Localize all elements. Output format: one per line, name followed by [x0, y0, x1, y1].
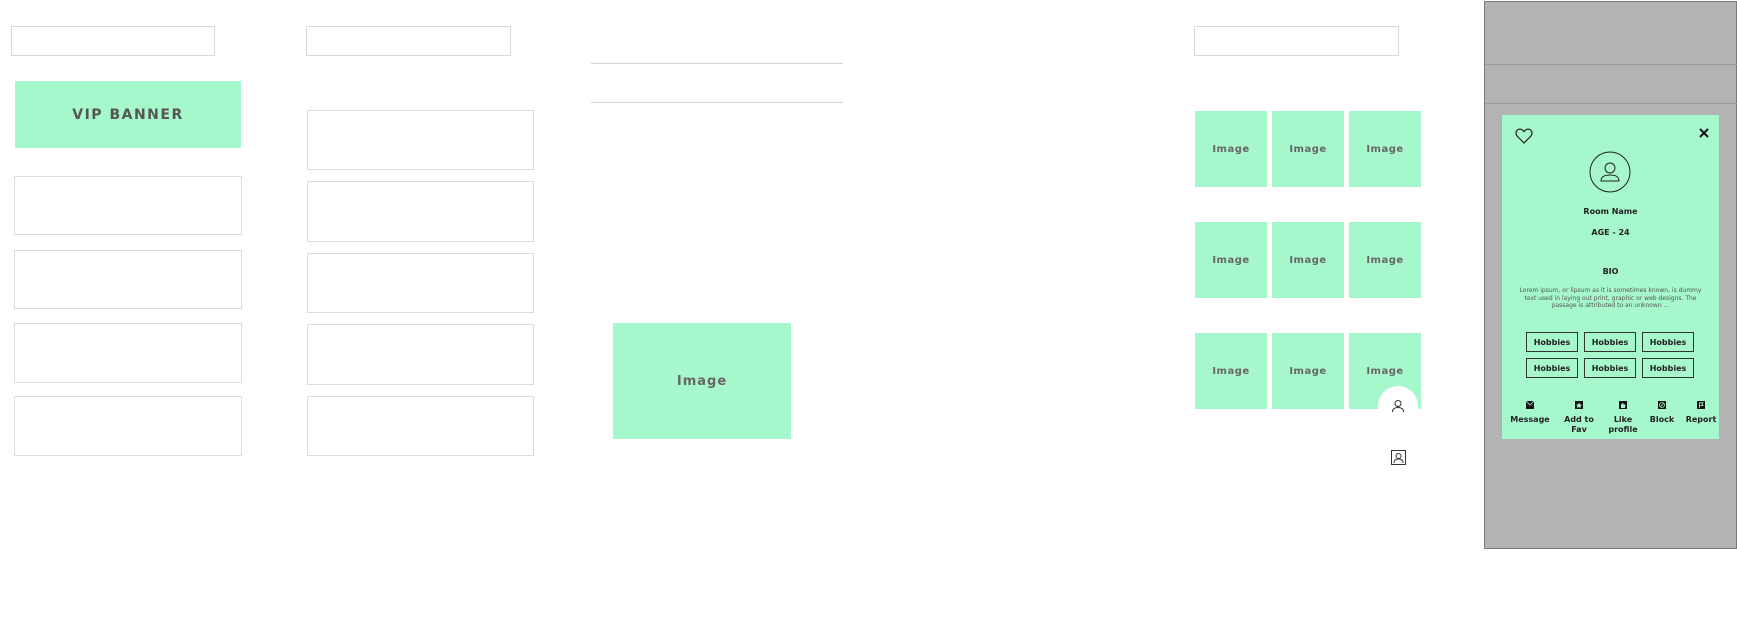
hobby-tag-label: Hobbies — [1533, 363, 1571, 373]
list-item[interactable] — [14, 396, 242, 456]
bio-heading: BIO — [1602, 267, 1619, 276]
hobby-tag[interactable]: Hobbies — [1526, 332, 1578, 352]
message-label: Message — [1510, 415, 1550, 424]
list-item[interactable] — [14, 176, 242, 235]
profile-modal: Room Name AGE - 24 BIO Lorem ipsum, or l… — [1502, 115, 1719, 439]
hobby-tag-label: Hobbies — [1649, 337, 1687, 347]
grid-tile-label: Image — [1289, 365, 1327, 377]
vip-banner[interactable]: VIP BANNER — [15, 81, 241, 148]
grid-tile-label: Image — [1212, 254, 1250, 266]
grid-tile-label: Image — [1366, 254, 1404, 266]
message-icon — [1525, 400, 1535, 409]
grid-tile[interactable]: Image — [1272, 222, 1344, 298]
grid-tile-label: Image — [1289, 254, 1327, 266]
bio-text: Lorem ipsum, or lipsum as it is sometime… — [1519, 287, 1702, 309]
grid-tile-label: Image — [1212, 365, 1250, 377]
grid-tile-label: Image — [1366, 365, 1404, 377]
message-button[interactable]: Message — [1510, 400, 1550, 425]
thumbs-up-icon — [1619, 401, 1627, 409]
hobby-tag-label: Hobbies — [1591, 337, 1629, 347]
hobby-tag[interactable]: Hobbies — [1584, 358, 1636, 378]
vip-banner-label: VIP BANNER — [72, 106, 184, 123]
grid-tile-label: Image — [1289, 143, 1327, 155]
grid-tile[interactable]: Image — [1349, 111, 1421, 187]
report-button[interactable]: Report — [1684, 400, 1718, 425]
block-label: Block — [1649, 415, 1675, 424]
report-label: Report — [1685, 415, 1717, 424]
hobby-tag[interactable]: Hobbies — [1526, 358, 1578, 378]
hobby-tag[interactable]: Hobbies — [1642, 358, 1694, 378]
close-icon[interactable] — [1698, 124, 1710, 138]
grid-tile-label: Image — [1212, 143, 1250, 155]
like-profile-label: Like profile — [1608, 415, 1638, 434]
grid-tile[interactable]: Image — [1272, 333, 1344, 409]
hobby-tag[interactable]: Hobbies — [1642, 332, 1694, 352]
search-input-col1[interactable] — [11, 26, 215, 56]
list-item[interactable] — [307, 110, 534, 170]
list-item[interactable] — [14, 250, 242, 309]
grid-tile[interactable]: Image — [1195, 222, 1267, 298]
list-item[interactable] — [14, 323, 242, 383]
grid-tile[interactable]: Image — [1272, 111, 1344, 187]
star-icon — [1575, 401, 1583, 409]
list-item[interactable] — [307, 181, 534, 242]
block-icon — [1658, 401, 1666, 409]
like-profile-button[interactable]: Like profile — [1605, 400, 1641, 435]
hobby-tag-label: Hobbies — [1591, 363, 1629, 373]
divider — [1485, 103, 1737, 104]
grid-tile[interactable]: Image — [1195, 333, 1267, 409]
add-to-fav-label: Add to Fav — [1564, 415, 1594, 434]
contact-icon[interactable] — [1391, 450, 1406, 465]
divider — [591, 102, 843, 103]
search-input-col2[interactable] — [306, 26, 511, 56]
user-icon — [1392, 400, 1404, 413]
block-button[interactable]: Block — [1645, 400, 1679, 425]
hobby-tag-label: Hobbies — [1533, 337, 1571, 347]
list-item[interactable] — [307, 396, 534, 456]
image-placeholder: Image — [613, 323, 791, 439]
profile-name: Room Name — [1583, 207, 1638, 216]
grid-tile[interactable]: Image — [1349, 222, 1421, 298]
profile-age: AGE - 24 — [1591, 228, 1630, 237]
search-input-grid[interactable] — [1194, 26, 1399, 56]
grid-tile-label: Image — [1366, 143, 1404, 155]
image-placeholder-label: Image — [676, 373, 728, 389]
list-item[interactable] — [307, 253, 534, 313]
avatar — [1589, 151, 1631, 193]
list-item[interactable] — [307, 324, 534, 385]
profile-fab-button[interactable] — [1378, 386, 1418, 426]
report-icon — [1697, 401, 1705, 409]
grid-tile[interactable]: Image — [1195, 111, 1267, 187]
divider — [1485, 64, 1737, 65]
heart-icon[interactable] — [1515, 127, 1533, 145]
divider — [591, 63, 843, 64]
hobby-tag-label: Hobbies — [1649, 363, 1687, 373]
add-to-fav-button[interactable]: Add to Fav — [1556, 400, 1602, 435]
hobby-tag[interactable]: Hobbies — [1584, 332, 1636, 352]
